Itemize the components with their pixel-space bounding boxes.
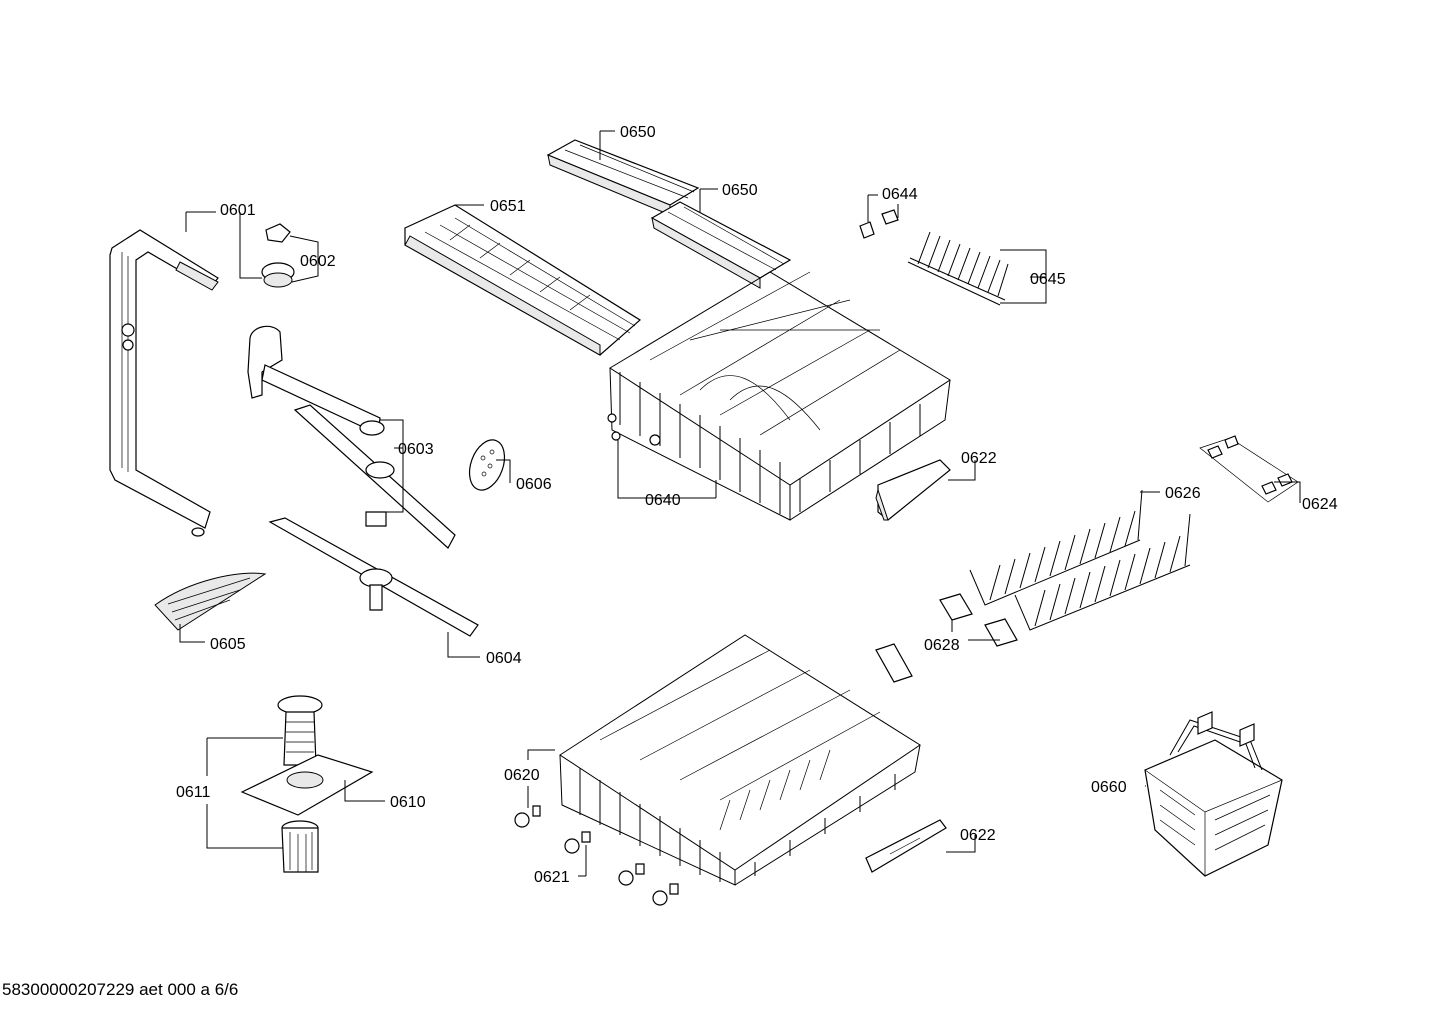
lower-spray-arm-drawing <box>268 517 479 637</box>
document-id: 58300000207229 aet 000 a 6/6 <box>2 980 239 999</box>
part-label-0650-lower: 0650 <box>722 182 758 199</box>
part-label-0640: 0640 <box>645 492 681 509</box>
handle-upper-drawing <box>875 459 951 521</box>
folding-tines-drawing <box>969 489 1191 631</box>
part-label-0626: 0626 <box>1165 485 1201 502</box>
clip-drawing <box>859 209 899 239</box>
lower-basket-drawing <box>559 634 921 886</box>
leader-lines <box>179 130 1301 877</box>
cutlery-basket-drawing <box>1144 711 1283 877</box>
filter-assembly-drawing <box>240 695 374 873</box>
part-label-0606: 0606 <box>516 476 552 493</box>
part-label-0645: 0645 <box>1030 271 1066 288</box>
part-label-0650-top: 0650 <box>620 124 656 141</box>
part-label-0602: 0602 <box>300 253 336 270</box>
clip-set-drawing <box>1199 435 1299 503</box>
part-label-0628: 0628 <box>924 637 960 654</box>
part-label-0604: 0604 <box>486 650 522 667</box>
part-label-0660: 0660 <box>1091 779 1127 796</box>
part-label-0644: 0644 <box>882 186 918 203</box>
micro-filter-drawing <box>154 572 267 631</box>
tine-holder-drawing <box>875 593 1018 683</box>
upper-basket-drawing <box>607 271 951 521</box>
round-filter-drawing <box>468 439 506 491</box>
upper-spray-arm-drawing <box>247 325 456 549</box>
part-label-0620: 0620 <box>504 767 540 784</box>
small-connector-drawing <box>261 223 295 288</box>
part-label-0601: 0601 <box>220 202 256 219</box>
supply-pipe-drawing <box>109 229 219 537</box>
part-label-0610: 0610 <box>390 794 426 811</box>
part-label-0622-lower: 0622 <box>960 827 996 844</box>
part-label-0603: 0603 <box>398 441 434 458</box>
knife-rack-top-drawing <box>546 139 700 216</box>
part-label-0624: 0624 <box>1302 496 1338 513</box>
part-label-0651: 0651 <box>490 198 526 215</box>
cup-shelf-drawing <box>907 231 1009 306</box>
part-label-0605: 0605 <box>210 636 246 653</box>
handle-lower-drawing <box>865 819 947 873</box>
cutlery-tray-drawing <box>404 204 642 356</box>
wheels-drawing <box>514 805 679 906</box>
part-label-0622-upper: 0622 <box>961 450 997 467</box>
part-label-0621: 0621 <box>534 869 570 886</box>
part-label-0611: 0611 <box>176 784 211 801</box>
knife-rack-lower-drawing <box>650 201 792 289</box>
